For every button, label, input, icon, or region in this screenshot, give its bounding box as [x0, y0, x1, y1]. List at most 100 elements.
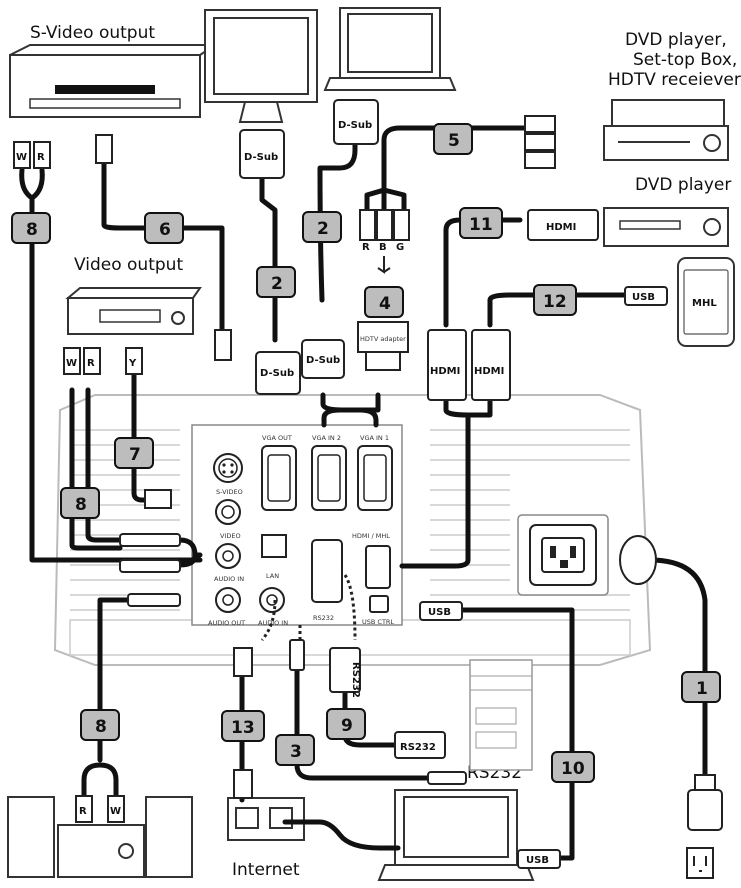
- rs232-side-label: RS232: [400, 742, 436, 753]
- dsub-laptop-connector: [333, 99, 379, 145]
- port-audio-out[interactable]: [215, 587, 241, 613]
- hdmi-plug-dvd: [527, 209, 599, 241]
- audio-plug-3-laptop: [427, 771, 467, 785]
- svg-text:6: 6: [159, 220, 171, 240]
- rca-y-plug: [144, 489, 172, 509]
- port-audio-in2[interactable]: [259, 587, 285, 613]
- rbg-b: B: [379, 242, 387, 253]
- svg-text:8: 8: [75, 495, 87, 515]
- rca-r-speaker: [75, 795, 93, 823]
- audio-plug-3: [127, 593, 181, 607]
- port-label-hdmi-mhl: HDMI / MHL: [352, 532, 390, 540]
- vcr-svideo-device: [9, 44, 219, 118]
- cable-number-11: 11: [459, 207, 503, 239]
- vcr-video-device: [65, 287, 202, 335]
- svideo-plug: [214, 329, 232, 361]
- hdmi-dvd-label: HDMI: [546, 222, 576, 233]
- rbg-g: G: [396, 242, 404, 253]
- rs232-device: [469, 659, 533, 771]
- svg-text:2: 2: [317, 219, 329, 239]
- arrow-down-icon: [377, 256, 391, 274]
- lan-plug-bottom: [233, 769, 253, 799]
- speaker-w: W: [110, 806, 121, 817]
- cable-number-1: 1: [681, 671, 721, 703]
- rbg-r: R: [362, 242, 370, 253]
- port-vga-in1[interactable]: [357, 445, 393, 511]
- usb-ctrl-plug: [419, 601, 463, 621]
- svg-text:10: 10: [561, 759, 585, 779]
- monitor-device: [204, 9, 318, 123]
- port-usb-ctrl[interactable]: [369, 595, 389, 613]
- cable-number-2b: 2: [302, 211, 342, 243]
- wry-w: W: [66, 358, 77, 369]
- dvd-player-device: [603, 207, 729, 247]
- cable-number-2a: 2: [256, 266, 296, 298]
- cable-number-6: 6: [144, 212, 184, 244]
- port-label-video: VIDEO: [220, 532, 241, 540]
- svg-text:9: 9: [341, 716, 353, 736]
- hdtv-adapter: [357, 321, 409, 353]
- port-label-vga-out: VGA OUT: [262, 434, 292, 442]
- svg-text:11: 11: [469, 215, 493, 235]
- port-label-audio-out: AUDIO OUT: [208, 619, 245, 627]
- port-audio-in[interactable]: [215, 543, 241, 569]
- label-svideo-output: S-Video output: [30, 23, 155, 43]
- port-vga-out[interactable]: [261, 445, 297, 511]
- port-rs232[interactable]: [311, 539, 343, 603]
- svg-text:1: 1: [696, 679, 708, 699]
- usb-mhl-plug: [624, 286, 668, 306]
- port-label-lan: LAN: [266, 572, 279, 580]
- laptop-bottom-device: [377, 789, 535, 881]
- audio-plug-2: [119, 559, 181, 573]
- power-plug-icon: [619, 535, 723, 831]
- port-hdmi-mhl[interactable]: [365, 545, 391, 589]
- port-vga-in2[interactable]: [311, 445, 347, 511]
- svg-text:4: 4: [379, 294, 391, 314]
- audio-plug-3-top: [289, 639, 305, 671]
- dsub-monitor-connector: [239, 129, 285, 179]
- label-dvd-line2: Set-top Box,: [633, 50, 737, 70]
- rbg-right-connector: [524, 115, 556, 169]
- cable-number-12: 12: [533, 284, 577, 316]
- usb-mhl-label: USB: [632, 292, 655, 303]
- svg-text:8: 8: [95, 717, 107, 737]
- svg-text:7: 7: [129, 445, 141, 465]
- port-label-vga-in2: VGA IN 2: [312, 434, 341, 442]
- svg-text:5: 5: [448, 131, 460, 151]
- port-label-audio-in: AUDIO IN: [214, 575, 244, 583]
- hdmi-plug-right: [471, 329, 511, 401]
- power-outlet-icon: [686, 847, 714, 879]
- wry-r: R: [87, 358, 95, 369]
- cable-number-4: 4: [364, 286, 404, 318]
- port-svideo[interactable]: [213, 453, 243, 483]
- mhl-phone-device: [677, 257, 735, 347]
- dsub-mid-connector: [301, 339, 345, 379]
- rs232-plug-top: [329, 647, 361, 693]
- cable-number-10: 10: [551, 751, 595, 783]
- speakers-amp-device: [7, 796, 193, 878]
- label-dvd-line3: HDTV receiever: [608, 70, 741, 90]
- rca-w-speaker: [107, 795, 125, 823]
- wry-y: Y: [128, 358, 137, 369]
- hdtv-adapter-label: HDTV adapter: [360, 335, 406, 343]
- settop-box-device: [603, 99, 729, 161]
- rca-wry-connector: [63, 347, 143, 375]
- svg-text:3: 3: [290, 742, 302, 762]
- dsub-mid-label: D-Sub: [306, 355, 340, 366]
- hdmi-left-label: HDMI: [430, 366, 460, 377]
- usb-ctrl-label: USB: [428, 607, 451, 618]
- port-video[interactable]: [215, 499, 241, 525]
- port-label-vga-in1: VGA IN 1: [360, 434, 389, 442]
- label-internet: Internet: [232, 860, 300, 880]
- dsub-vgaout-label: D-Sub: [260, 368, 294, 379]
- dsub-vgaout-connector: [255, 351, 301, 395]
- cable-number-7: 7: [114, 437, 154, 469]
- usb-laptop-label: USB: [526, 855, 549, 866]
- label-dvd-line1: DVD player,: [625, 30, 727, 50]
- port-lan[interactable]: [261, 534, 287, 558]
- mhl-label: MHL: [692, 298, 717, 309]
- cable-number-13: 13: [221, 710, 265, 742]
- rca-wr-top-connector: [13, 141, 51, 169]
- network-wall-jack: [227, 797, 305, 841]
